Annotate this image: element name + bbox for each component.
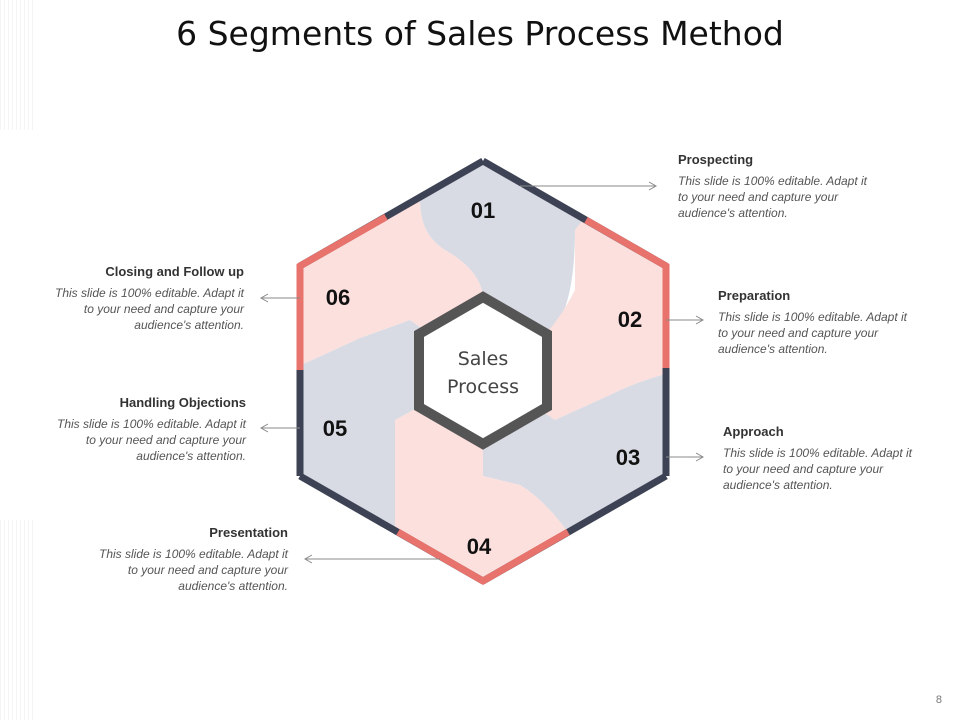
- segment-02-desc: This slide is 100% editable. Adapt it to…: [718, 310, 907, 356]
- center-label-line1: Sales: [458, 348, 509, 370]
- segment-04-text: Presentation This slide is 100% editable…: [88, 525, 288, 594]
- arrow-01: [520, 181, 658, 191]
- arrow-06: [259, 293, 300, 303]
- segment-03-number: 03: [616, 445, 640, 470]
- segment-02-heading: Preparation: [718, 288, 791, 303]
- slide-title: 6 Segments of Sales Process Method: [176, 14, 784, 53]
- segment-06-text: Closing and Follow up This slide is 100%…: [44, 264, 244, 333]
- arrow-05: [259, 423, 300, 433]
- segment-02-number: 02: [618, 307, 642, 332]
- segment-04-number: 04: [467, 534, 492, 559]
- segment-06-heading: Closing and Follow up: [105, 264, 244, 279]
- segment-01-heading: Prospecting: [678, 152, 754, 167]
- segment-04-heading: Presentation: [209, 525, 288, 540]
- segment-03-heading: Approach: [723, 424, 784, 439]
- page-number: 8: [935, 694, 942, 706]
- segment-04-fill: [395, 371, 570, 581]
- arrow-04: [303, 554, 440, 564]
- center-label-line2: Process: [447, 376, 519, 398]
- segment-01-fill: [420, 161, 590, 371]
- edge-accent-02: [584, 216, 670, 368]
- segment-02-text: Preparation This slide is 100% editable.…: [718, 288, 918, 357]
- left-stripes-decoration-bottom: [0, 520, 34, 720]
- segment-06-desc: This slide is 100% editable. Adapt it to…: [55, 286, 244, 332]
- arrow-03: [666, 452, 705, 462]
- segment-06-number: 06: [326, 285, 350, 310]
- edge-accent-04: [396, 528, 570, 586]
- segment-03-text: Approach This slide is 100% editable. Ad…: [723, 424, 923, 493]
- segment-03-desc: This slide is 100% editable. Adapt it to…: [723, 446, 912, 492]
- left-stripes-decoration: [0, 0, 34, 130]
- center-hexagon: [414, 291, 552, 450]
- segment-05-number: 05: [323, 416, 347, 441]
- segment-01-number: 01: [471, 198, 495, 223]
- edge-accent-06: [296, 213, 388, 370]
- segment-05-heading: Handling Objections: [119, 395, 246, 410]
- arrow-02: [666, 315, 705, 325]
- segment-05-desc: This slide is 100% editable. Adapt it to…: [57, 417, 246, 463]
- segment-01-desc: This slide is 100% editable. Adapt it to…: [678, 174, 867, 220]
- segment-05-text: Handling Objections This slide is 100% e…: [46, 395, 246, 464]
- segment-04-desc: This slide is 100% editable. Adapt it to…: [99, 547, 288, 593]
- segment-01-text: Prospecting This slide is 100% editable.…: [678, 152, 878, 221]
